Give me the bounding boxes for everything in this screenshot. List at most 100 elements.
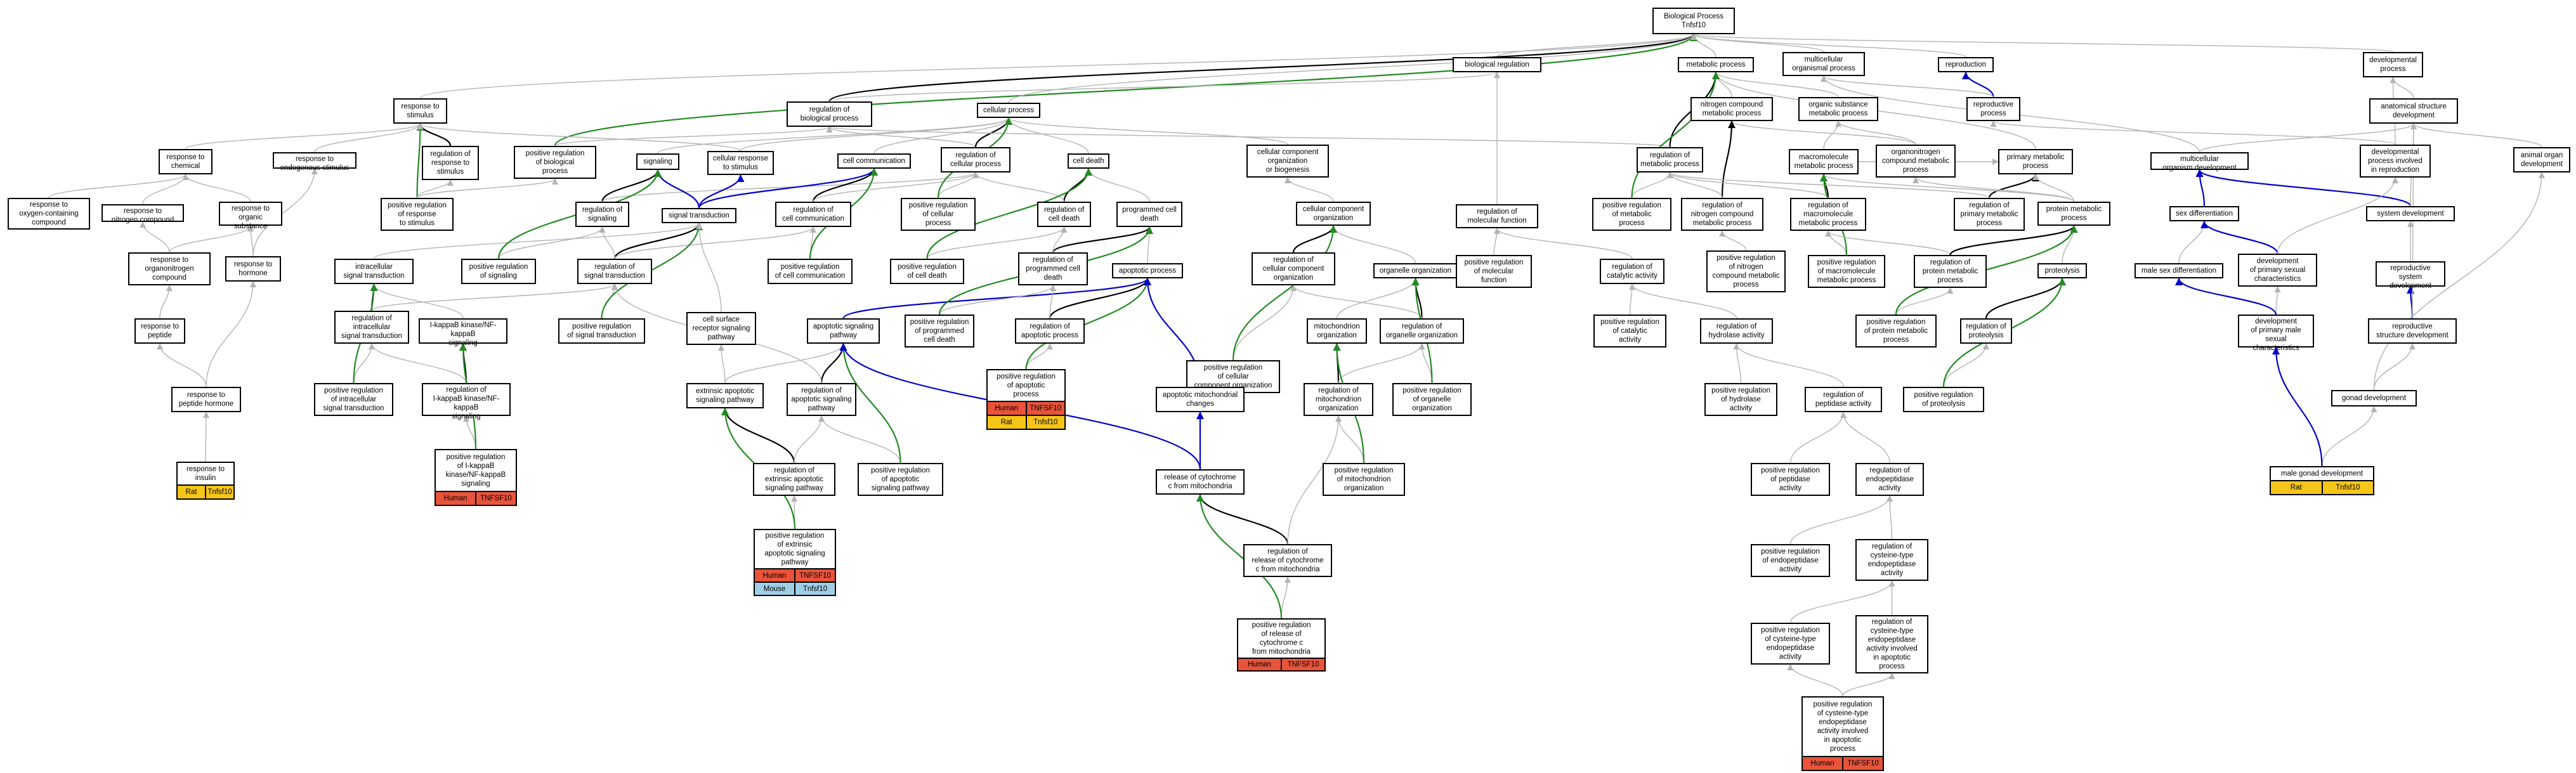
go-term-rrs[interactable]: regulation of response to stimulus bbox=[422, 146, 479, 180]
go-term-dpsc[interactable]: development of primary sexual characteri… bbox=[2238, 254, 2317, 287]
go-term-rpa[interactable]: regulation of peptidase activity bbox=[1805, 387, 1882, 412]
go-term-prist[interactable]: positive regulation of intracellular sig… bbox=[314, 383, 393, 416]
go-term-msd[interactable]: male sex differentiation bbox=[2135, 263, 2223, 278]
go-term-asd[interactable]: anatomical structure development bbox=[2369, 98, 2458, 124]
go-term-rph[interactable]: response to peptide hormone bbox=[171, 387, 241, 412]
go-term-mop[interactable]: multicellular organismal process bbox=[1782, 52, 1865, 76]
go-term-prrcm[interactable]: positive regulation of release of cytoch… bbox=[1237, 618, 1326, 672]
go-term-ccob[interactable]: cellular component organization or bioge… bbox=[1246, 145, 1329, 178]
go-term-rikb[interactable]: regulation of I-kappaB kinase/NF-kappaB … bbox=[422, 383, 511, 420]
go-term-asp[interactable]: apoptotic signaling pathway bbox=[807, 318, 880, 344]
go-term-cd[interactable]: cell death bbox=[1068, 153, 1109, 169]
go-term-prncmp[interactable]: positive regulation of nitrogen compound… bbox=[1706, 250, 1786, 292]
go-term-rmp[interactable]: regulation of metabolic process bbox=[1637, 147, 1703, 172]
go-term-rcea[interactable]: regulation of cysteine-type endopeptidas… bbox=[1855, 539, 1928, 581]
go-term-rbp[interactable]: regulation of biological process bbox=[787, 101, 872, 127]
go-term-rasp[interactable]: regulation of apoptotic signaling pathwa… bbox=[787, 383, 856, 416]
go-term-rea[interactable]: regulation of endopeptidase activity bbox=[1855, 463, 1924, 496]
go-term-prcc[interactable]: positive regulation of cell communicatio… bbox=[768, 259, 853, 284]
go-term-rrcm[interactable]: regulation of release of cytochrome c fr… bbox=[1243, 544, 1332, 577]
go-term-rncmp[interactable]: regulation of nitrogen compound metaboli… bbox=[1681, 198, 1763, 231]
go-term-rendo[interactable]: response to endogenous stimulus bbox=[273, 152, 356, 172]
go-term-rcco[interactable]: regulation of cellular component organiz… bbox=[1252, 252, 1335, 285]
go-term-rca[interactable]: regulation of catalytic activity bbox=[1600, 259, 1664, 284]
go-term-rmo[interactable]: regulation of mitochondrion organization bbox=[1304, 383, 1373, 416]
go-term-rep[interactable]: reproduction bbox=[1938, 57, 1994, 72]
go-term-prpmp[interactable]: positive regulation of protein metabolic… bbox=[1855, 315, 1937, 348]
go-term-rist[interactable]: regulation of intracellular signal trans… bbox=[334, 311, 409, 344]
go-term-rmmp[interactable]: regulation of macromolecule metabolic pr… bbox=[1790, 198, 1866, 231]
go-term-ros[interactable]: response to organic substance bbox=[219, 202, 282, 230]
go-term-ocmp[interactable]: organonitrogen compound metabolic proces… bbox=[1876, 145, 1956, 178]
go-term-rpcd[interactable]: regulation of programmed cell death bbox=[1018, 252, 1088, 285]
go-term-ap[interactable]: apoptotic process bbox=[1112, 263, 1183, 278]
go-term-prrs[interactable]: positive regulation of response to stimu… bbox=[381, 198, 454, 231]
go-term-gd[interactable]: gonad development bbox=[2331, 390, 2417, 406]
go-term-rsig[interactable]: regulation of signaling bbox=[575, 202, 629, 227]
go-term-crs[interactable]: cellular response to stimulus bbox=[707, 151, 774, 175]
go-term-prpa[interactable]: positive regulation of peptidase activit… bbox=[1751, 463, 1830, 496]
go-term-rcmito[interactable]: release of cytochrome c from mitochondri… bbox=[1156, 469, 1245, 495]
go-term-prmmp[interactable]: positive regulation of macromolecule met… bbox=[1808, 255, 1885, 288]
go-term-mp[interactable]: metabolic process bbox=[1678, 57, 1754, 72]
go-term-cco[interactable]: cellular component organization bbox=[1296, 202, 1371, 226]
go-term-prmf[interactable]: positive regulation of molecular functio… bbox=[1456, 255, 1532, 288]
go-term-ist[interactable]: intracellular signal transduction bbox=[334, 259, 414, 284]
go-term-prpcd[interactable]: positive regulation of programmed cell d… bbox=[905, 315, 974, 348]
go-term-rnc[interactable]: response to nitrogen compound bbox=[101, 204, 184, 224]
go-term-prasp[interactable]: positive regulation of apoptotic signali… bbox=[858, 463, 943, 496]
go-term-rprmp[interactable]: regulation of protein metabolic process bbox=[1914, 255, 1987, 288]
go-term-rcc[interactable]: regulation of cell communication bbox=[775, 202, 851, 227]
go-term-sig[interactable]: signaling bbox=[636, 153, 679, 170]
go-term-prtmp[interactable]: protein metabolic process bbox=[2037, 202, 2110, 226]
go-term-rcp[interactable]: regulation of cellular process bbox=[941, 147, 1010, 172]
go-term-cc[interactable]: cell communication bbox=[837, 153, 911, 169]
go-term-rcd[interactable]: regulation of cell death bbox=[1037, 202, 1091, 227]
go-term-prmp[interactable]: positive regulation of metabolic process bbox=[1592, 198, 1671, 231]
go-term-mito[interactable]: mitochondrion organization bbox=[1307, 318, 1367, 344]
go-term-rsd[interactable]: reproductive system development bbox=[2376, 261, 2445, 290]
go-term-rmf[interactable]: regulation of molecular function bbox=[1456, 204, 1538, 228]
go-term-aod[interactable]: animal organ development bbox=[2513, 147, 2570, 172]
go-term-cp[interactable]: cellular process bbox=[977, 103, 1040, 118]
go-term-rtes[interactable]: response to stimulus bbox=[393, 98, 447, 124]
go-term-pmp[interactable]: primary metabolic process bbox=[1998, 149, 2073, 174]
go-term-amc[interactable]: apoptotic mitochondrial changes bbox=[1156, 387, 1245, 412]
go-term-rpmp[interactable]: regulation of primary metabolic process bbox=[1954, 198, 2025, 231]
go-term-prikb[interactable]: positive regulation of I-kappaB kinase/N… bbox=[435, 449, 517, 506]
go-term-rchem[interactable]: response to chemical bbox=[159, 149, 212, 174]
go-term-prcd[interactable]: positive regulation of cell death bbox=[890, 259, 964, 284]
go-term-rprot[interactable]: regulation of proteolysis bbox=[1960, 318, 2012, 344]
go-term-sexd[interactable]: sex differentiation bbox=[2169, 206, 2239, 221]
go-term-pcd[interactable]: programmed cell death bbox=[1116, 202, 1182, 227]
go-term-prbp[interactable]: positive regulation of biological proces… bbox=[514, 146, 596, 179]
go-term-prcea[interactable]: positive regulation of cysteine-type end… bbox=[1751, 623, 1830, 665]
go-term-ncmp[interactable]: nitrogen compound metabolic process bbox=[1690, 97, 1773, 121]
go-term-prmo[interactable]: positive regulation of mitochondrion org… bbox=[1323, 463, 1405, 496]
go-term-oo[interactable]: organelle organization bbox=[1373, 263, 1458, 278]
go-term-mod[interactable]: multicellular organism development bbox=[2150, 152, 2249, 172]
go-term-prst[interactable]: positive regulation of signal transducti… bbox=[558, 318, 645, 344]
go-term-dev[interactable]: developmental process bbox=[2363, 52, 2423, 77]
go-term-rceaap[interactable]: regulation of cysteine-type endopeptidas… bbox=[1855, 615, 1928, 673]
go-term-easp[interactable]: extrinsic apoptotic signaling pathway bbox=[686, 383, 764, 408]
go-term-rocp[interactable]: response to organonitrogen compound bbox=[128, 252, 211, 285]
go-term-proo[interactable]: positive regulation of organelle organiz… bbox=[1392, 383, 1472, 416]
go-term-prcp[interactable]: positive regulation of cellular process bbox=[901, 198, 976, 231]
go-term-ikb[interactable]: I-kappaB kinase/NF-kappaB signaling bbox=[419, 318, 507, 347]
go-term-rap[interactable]: regulation of apoptotic process bbox=[1015, 318, 1085, 344]
go-term-rhor[interactable]: response to hormone bbox=[225, 256, 281, 282]
go-term-sysd[interactable]: system development bbox=[2366, 206, 2455, 221]
go-term-prprot[interactable]: positive regulation of proteolysis bbox=[1903, 387, 1984, 412]
go-term-prap[interactable]: positive regulation of apoptotic process… bbox=[986, 369, 1066, 430]
go-term-st[interactable]: signal transduction bbox=[662, 208, 736, 223]
go-term-bp[interactable]: Biological Process Tnfsf10 bbox=[1652, 8, 1735, 34]
go-term-prea[interactable]: positive regulation of endopeptidase act… bbox=[1751, 544, 1830, 577]
go-term-br[interactable]: biological regulation bbox=[1453, 57, 1541, 72]
go-term-rha[interactable]: regulation of hydrolase activity bbox=[1700, 318, 1773, 344]
go-term-prceaap[interactable]: positive regulation of cysteine-type end… bbox=[1801, 696, 1884, 771]
go-term-rst[interactable]: regulation of signal transduction bbox=[577, 259, 652, 284]
go-term-osmp[interactable]: organic substance metabolic process bbox=[1798, 97, 1878, 121]
go-term-dpir[interactable]: developmental process involved in reprod… bbox=[2360, 145, 2431, 178]
